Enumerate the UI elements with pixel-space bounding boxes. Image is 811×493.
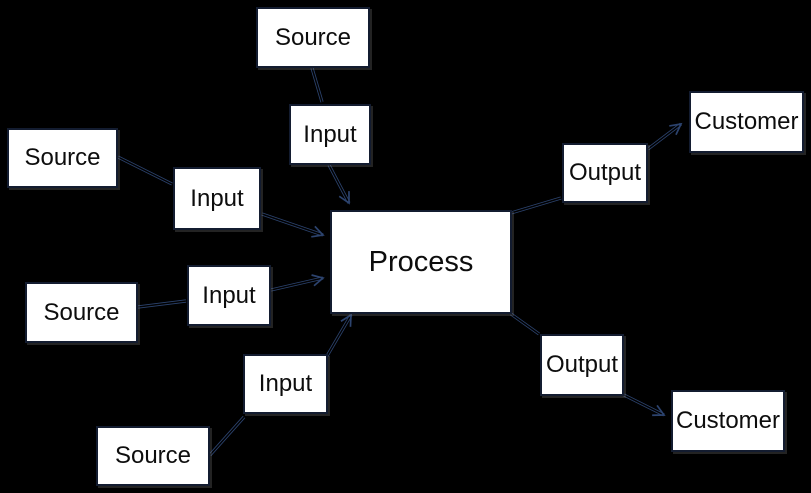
node-source-1[interactable]: Source bbox=[256, 7, 370, 68]
edge-process-output1[interactable] bbox=[510, 196, 562, 215]
node-source-4-label: Source bbox=[114, 442, 192, 469]
node-customer-2-label: Customer bbox=[675, 407, 781, 434]
node-source-1-label: Source bbox=[274, 23, 352, 51]
edge-source3-input3[interactable] bbox=[137, 299, 187, 309]
node-input-2[interactable]: Input bbox=[173, 167, 261, 230]
node-process-label: Process bbox=[368, 245, 474, 278]
node-source-3-label: Source bbox=[43, 298, 120, 326]
node-output-1[interactable]: Output bbox=[562, 143, 648, 203]
node-input-2-label: Input bbox=[190, 184, 244, 212]
node-customer-1-label: Customer bbox=[694, 108, 799, 135]
node-source-2[interactable]: Source bbox=[7, 128, 118, 188]
node-output-2-label: Output bbox=[545, 351, 619, 378]
edge-process-output2[interactable] bbox=[510, 312, 540, 336]
node-output-1-label: Output bbox=[568, 159, 642, 186]
node-customer-1[interactable]: Customer bbox=[689, 91, 804, 153]
edge-source1-input1[interactable] bbox=[310, 67, 324, 103]
node-source-2-label: Source bbox=[24, 144, 101, 171]
node-process[interactable]: Process bbox=[330, 210, 512, 314]
node-customer-2[interactable]: Customer bbox=[671, 390, 785, 452]
node-source-3[interactable]: Source bbox=[25, 282, 138, 343]
edge-input2-process[interactable] bbox=[261, 212, 325, 238]
edge-source4-input4[interactable] bbox=[208, 415, 246, 457]
node-source-4[interactable]: Source bbox=[96, 426, 210, 486]
edge-source2-input2[interactable] bbox=[117, 155, 173, 186]
edge-input3-process[interactable] bbox=[270, 274, 325, 292]
edge-output2-customer2[interactable] bbox=[623, 393, 666, 417]
node-input-1-label: Input bbox=[303, 120, 357, 148]
node-input-4-label: Input bbox=[258, 370, 313, 397]
edge-input4-process[interactable] bbox=[325, 313, 353, 357]
node-output-2[interactable]: Output bbox=[540, 334, 624, 396]
node-input-1[interactable]: Input bbox=[289, 104, 371, 165]
edge-output1-customer1[interactable] bbox=[647, 122, 683, 151]
node-input-4[interactable]: Input bbox=[243, 354, 328, 414]
edge-input1-process[interactable] bbox=[327, 164, 351, 205]
node-input-3[interactable]: Input bbox=[187, 265, 271, 326]
node-input-3-label: Input bbox=[202, 281, 256, 309]
